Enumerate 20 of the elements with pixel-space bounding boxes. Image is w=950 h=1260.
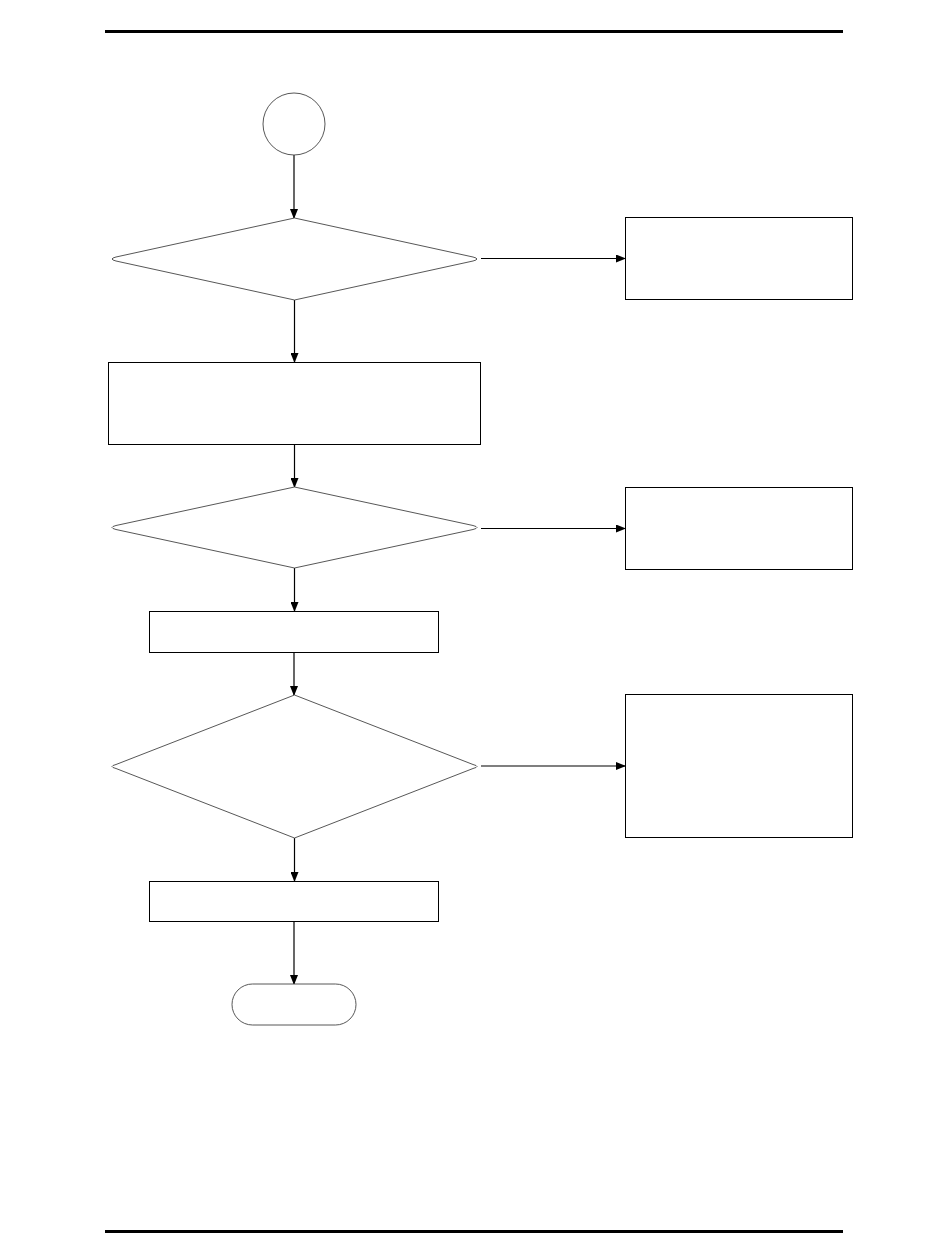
arrow <box>290 837 299 882</box>
process-box <box>149 881 439 922</box>
start-circle <box>263 93 325 155</box>
process-box <box>108 362 481 445</box>
arrow <box>290 567 299 612</box>
end-terminal <box>232 984 356 1025</box>
arrow <box>290 921 298 985</box>
arrow <box>290 154 298 219</box>
process-box <box>625 217 853 300</box>
arrow <box>480 254 626 263</box>
arrow <box>480 762 626 770</box>
decision-diamond <box>108 487 481 568</box>
arrow <box>290 444 299 488</box>
process-box <box>625 487 853 570</box>
arrow <box>290 652 298 696</box>
decision-diamond <box>108 695 481 838</box>
arrow <box>290 299 299 363</box>
arrow <box>480 524 626 533</box>
process-box <box>149 611 439 653</box>
process-box <box>625 694 853 838</box>
